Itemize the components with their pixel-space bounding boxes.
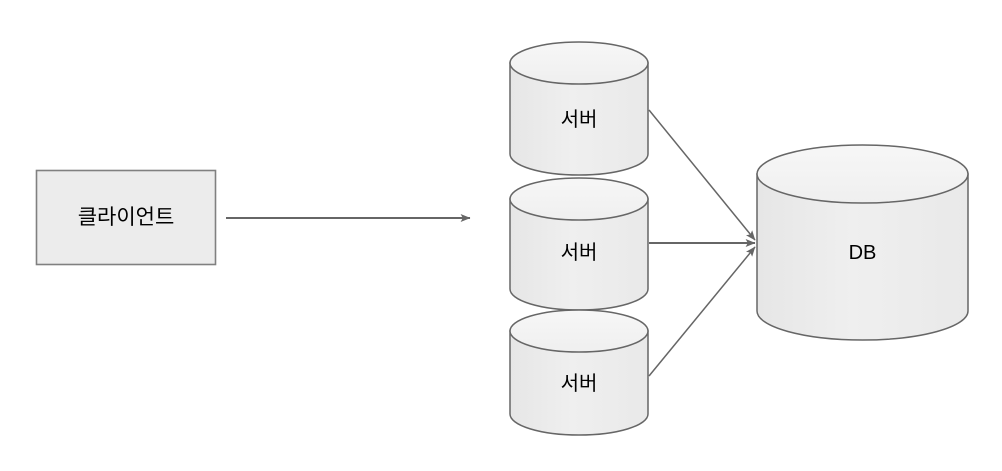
db-body xyxy=(756,173,969,341)
node-server-3[interactable] xyxy=(509,309,649,436)
node-server-2[interactable] xyxy=(509,177,649,311)
db-top-ellipse xyxy=(756,144,969,204)
node-server-1[interactable] xyxy=(509,41,649,176)
server-1-body xyxy=(509,62,649,176)
server-3-top-ellipse xyxy=(509,309,649,353)
node-db[interactable] xyxy=(756,144,969,341)
edge-server-3-to-db xyxy=(648,246,756,377)
server-2-top-ellipse xyxy=(509,177,649,221)
node-client[interactable] xyxy=(35,169,217,266)
server-1-to-db-arrow xyxy=(648,109,756,241)
client-box-shape xyxy=(35,169,217,266)
edge-server-1-to-db xyxy=(648,109,756,241)
server-3-body xyxy=(509,330,649,436)
server-3-to-db-arrow xyxy=(648,246,756,377)
server-1-top-ellipse xyxy=(509,41,649,85)
